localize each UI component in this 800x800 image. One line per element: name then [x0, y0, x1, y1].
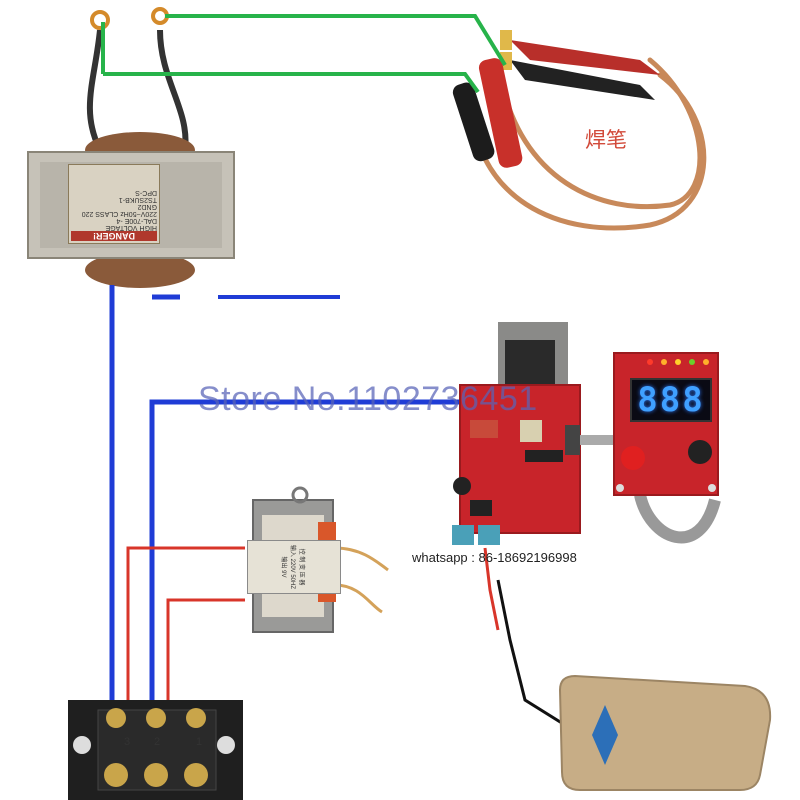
small-plate-line2: 输入 220V 50HZ [289, 544, 296, 590]
transformer-leads [86, 7, 189, 152]
small-plate-line3: 输出 9V [280, 556, 287, 578]
pedal-cable [483, 547, 566, 727]
small-transformer-nameplate: 控 制 变 压 器 输入 220V 50HZ 输出 9V [247, 540, 341, 594]
terminal-mark: 1 [196, 736, 203, 748]
plate-line5: DPC-S [135, 189, 157, 196]
transformer-nameplate: DANGER! HIGH VOLTAGE DAL-700E -4 220V~50… [68, 164, 160, 244]
weld-pen [452, 30, 707, 231]
small-plate-line1: 控 制 变 压 器 [298, 548, 305, 586]
terminal-mark: 3 [124, 736, 131, 748]
display-board [613, 352, 719, 496]
plate-line4: TS2SUKB-1 [118, 196, 157, 203]
small-transformer-label: 控 制 变 压 器 输入 220V 50HZ 输出 9V [247, 500, 341, 632]
terminal-block [68, 700, 243, 800]
terminal-mark: 2 [154, 736, 161, 748]
rating-text: 220V~50Hz CLASS 220 [81, 210, 157, 217]
seven-segment-display: 888 [630, 378, 712, 422]
blue-wires [109, 285, 490, 720]
display-value: 888 [637, 380, 705, 420]
danger-text: DANGER! [71, 231, 157, 241]
plate-line3: GND2 [137, 203, 157, 210]
model-text: DAL-700E -4 [116, 217, 157, 224]
weld-pen-label: 焊笔 [585, 129, 627, 152]
store-watermark: Store No.1102736451 [198, 380, 538, 418]
green-wires [101, 14, 507, 94]
high-voltage-text: HIGH VOLTAGE [105, 224, 157, 231]
foot-pedal [558, 674, 772, 791]
main-transformer-label: DANGER! HIGH VOLTAGE DAL-700E -4 220V~50… [28, 152, 234, 258]
control-pcb [452, 322, 721, 545]
contact-text: whatsapp : 86-18692196998 [412, 550, 577, 565]
